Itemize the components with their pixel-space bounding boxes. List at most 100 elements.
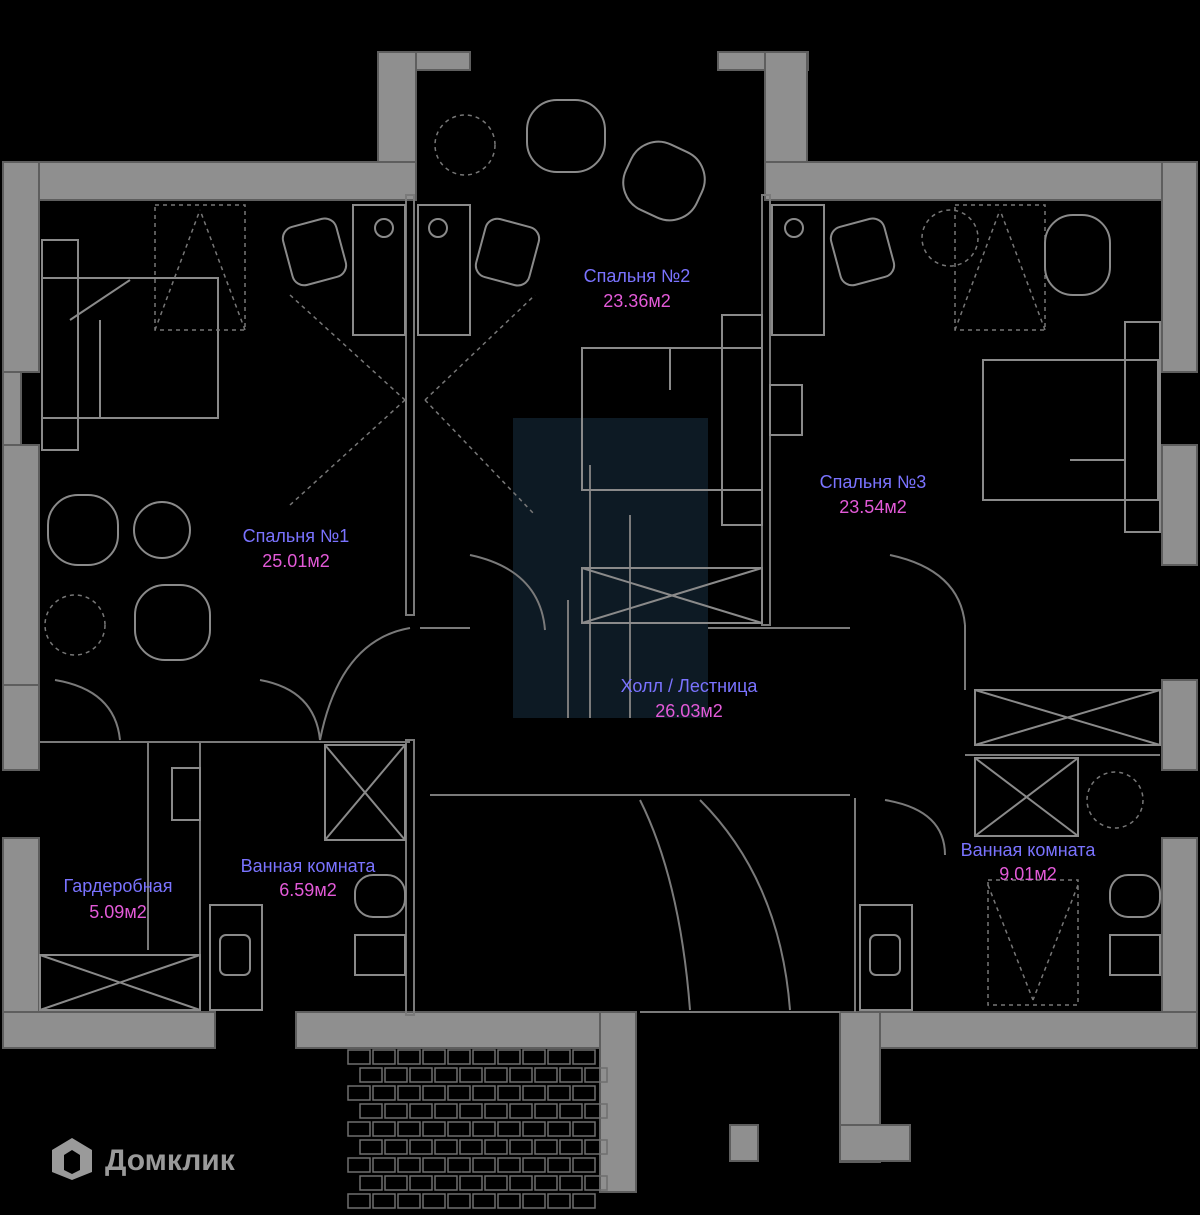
balcony-tile [372,1193,396,1209]
balcony-tile [547,1157,571,1173]
balcony-tile [522,1157,546,1173]
balcony-tile [359,1067,383,1083]
balcony-tile [472,1121,496,1137]
balcony-tile [522,1085,546,1101]
balcony-tile [497,1157,521,1173]
balcony-tile [522,1121,546,1137]
balcony-tile [547,1193,571,1209]
balcony-tile [509,1103,533,1119]
balcony-tile [559,1067,583,1083]
balcony-tile [459,1067,483,1083]
plant-icon [921,209,979,267]
balcony-tile [572,1121,596,1137]
balcony-tile [434,1067,458,1083]
balcony-tile [372,1157,396,1173]
balcony-tile [397,1157,421,1173]
room-name-bedroom-1: Спальня №1 [243,526,350,546]
balcony-tile [359,1139,383,1155]
balcony-tile [422,1157,446,1173]
balcony-tile [347,1121,371,1137]
balcony-tile [397,1121,421,1137]
balcony-tile [572,1085,596,1101]
balcony-tile [484,1067,508,1083]
balcony-tile [347,1193,371,1209]
balcony-tile [434,1139,458,1155]
room-area-bedroom-2: 23.36м2 [603,291,670,311]
balcony-tile [372,1085,396,1101]
balcony-tile [447,1049,471,1065]
balcony-tile [484,1139,508,1155]
balcony-tile [422,1121,446,1137]
balcony-tile [384,1103,408,1119]
balcony-tile [459,1139,483,1155]
balcony-tile [559,1175,583,1191]
balcony-tile [534,1103,558,1119]
watermark-text: Домклик [105,1144,236,1177]
balcony-tile [409,1103,433,1119]
room-name-bathroom-1: Ванная комната [241,856,377,876]
balcony-tile [584,1175,608,1191]
balcony-tile [584,1067,608,1083]
balcony-tile [359,1175,383,1191]
balcony-tile [409,1175,433,1191]
balcony-tile [497,1085,521,1101]
balcony-tile [572,1049,596,1065]
balcony-tile [497,1121,521,1137]
balcony-tile [434,1103,458,1119]
room-area-bathroom-2: 9.01м2 [999,864,1056,884]
balcony-tile [459,1103,483,1119]
plant-icon [44,594,106,656]
balcony-tile [459,1175,483,1191]
balcony-tile [509,1139,533,1155]
balcony-tile [534,1175,558,1191]
walls [2,51,1198,1193]
balcony-tile [347,1157,371,1173]
balcony-tile [359,1103,383,1119]
room-area-bedroom-1: 25.01м2 [262,551,329,571]
balcony-tile [422,1085,446,1101]
balcony-tile [572,1193,596,1209]
plant-icon [434,114,496,176]
balcony-tile [447,1085,471,1101]
balcony-tile [409,1139,433,1155]
balcony-tile [409,1067,433,1083]
balcony-grid [347,1049,608,1209]
balcony-tile [534,1139,558,1155]
balcony-tile [447,1193,471,1209]
room-area-bathroom-1: 6.59м2 [279,880,336,900]
balcony-tile [384,1139,408,1155]
staircase [430,418,850,1013]
balcony-tile [422,1049,446,1065]
balcony-tile [522,1049,546,1065]
balcony-tile [372,1049,396,1065]
balcony-tile [484,1103,508,1119]
balcony-tile [572,1157,596,1173]
balcony-tile [509,1067,533,1083]
balcony-tile [447,1157,471,1173]
room-name-bedroom-2: Спальня №2 [584,266,691,286]
balcony-tile [584,1139,608,1155]
balcony-tile [472,1193,496,1209]
balcony-tile [559,1139,583,1155]
balcony-tile [447,1121,471,1137]
balcony-tile [372,1121,396,1137]
balcony-tile [347,1085,371,1101]
balcony-tile [384,1067,408,1083]
balcony-tile [397,1193,421,1209]
balcony-tile [547,1049,571,1065]
house-logo-icon [52,1138,92,1180]
balcony-tile [522,1193,546,1209]
balcony-tile [472,1085,496,1101]
watermark: Домклик [52,1138,236,1180]
room-name-bedroom-3: Спальня №3 [820,472,927,492]
balcony-tile [559,1103,583,1119]
balcony-tile [384,1175,408,1191]
room-labels: Спальня №1 25.01м2 Спальня №2 23.36м2 Сп… [64,266,1097,922]
balcony-tile [422,1193,446,1209]
plant-icon [1086,771,1144,829]
balcony-tile [547,1121,571,1137]
balcony-tile [509,1175,533,1191]
balcony-tile [547,1085,571,1101]
room-area-bedroom-3: 23.54м2 [839,497,906,517]
